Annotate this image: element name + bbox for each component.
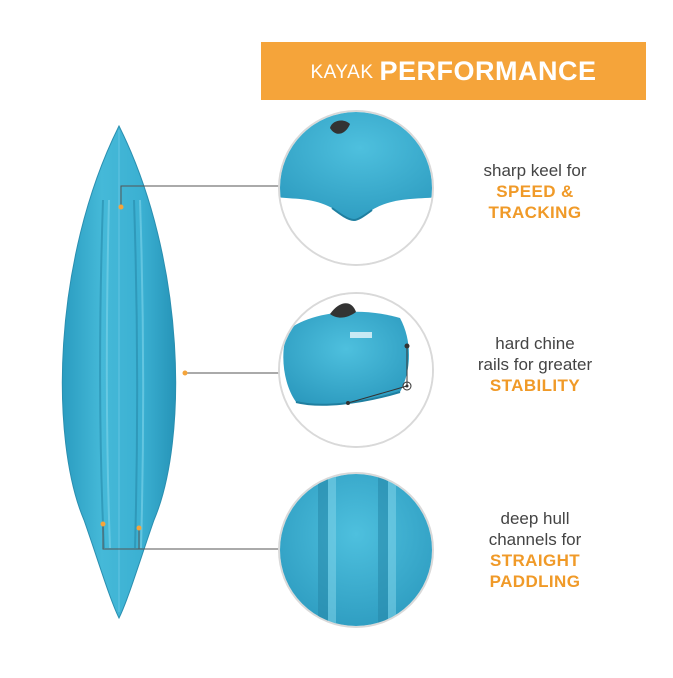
kayak-hull bbox=[61, 124, 177, 620]
keel-detail-circle bbox=[278, 110, 434, 266]
caption-chine: hard chine rails for greater STABILITY bbox=[440, 333, 630, 396]
marker-dot-keel bbox=[118, 204, 124, 210]
marker-dot-chine bbox=[182, 370, 188, 376]
performance-banner: KAYAK PERFORMANCE bbox=[261, 42, 646, 100]
banner-word-kayak: KAYAK bbox=[310, 61, 374, 83]
chine-detail-circle bbox=[278, 292, 434, 448]
caption-channels-line2: channels for bbox=[488, 530, 582, 549]
leader-lines bbox=[102, 185, 282, 550]
caption-keel-line1: sharp keel for bbox=[483, 161, 587, 180]
caption-chine-highlight1: STABILITY bbox=[489, 376, 581, 395]
marker-dot-channel-left bbox=[100, 521, 106, 527]
caption-chine-line1: hard chine bbox=[495, 334, 575, 353]
caption-chine-line2: rails for greater bbox=[477, 355, 593, 374]
caption-keel: sharp keel for SPEED & TRACKING bbox=[440, 160, 630, 223]
banner-word-performance: PERFORMANCE bbox=[379, 55, 597, 86]
channel-detail-circle bbox=[278, 472, 434, 628]
caption-keel-highlight1: SPEED & bbox=[496, 182, 574, 201]
caption-channels-line1: deep hull bbox=[500, 509, 570, 528]
caption-channels-highlight1: STRAIGHT bbox=[489, 551, 581, 570]
caption-keel-highlight2: TRACKING bbox=[488, 203, 582, 222]
marker-dot-channel-right bbox=[136, 525, 142, 531]
caption-channels-highlight2: PADDLING bbox=[489, 572, 581, 591]
caption-channels: deep hull channels for STRAIGHT PADDLING bbox=[440, 508, 630, 592]
